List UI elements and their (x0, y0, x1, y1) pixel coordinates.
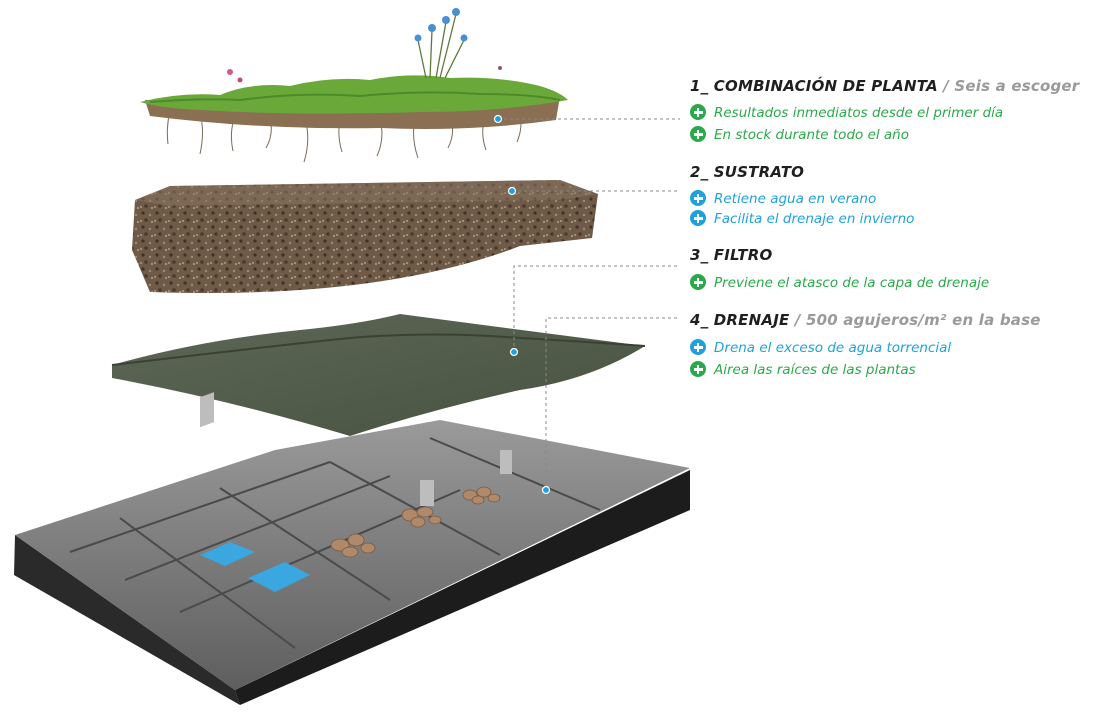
leader-lines (498, 118, 680, 490)
plus-circle-icon (690, 361, 706, 377)
flower-stems (417, 13, 465, 79)
layer-4-number: 4_ (690, 311, 709, 329)
substrate-layer (132, 180, 598, 294)
layer-1-bullet-2-text: En stock durante todo el año (714, 127, 909, 143)
leader-dots (493, 114, 551, 495)
drainage-layer (14, 392, 690, 705)
layer-2-bullet-2-text: Facilita el drenaje en invierno (714, 211, 915, 227)
layer-3-filter: 3_ FILTRO Previene el atasco de la capa … (690, 245, 989, 292)
plus-circle-icon (690, 190, 706, 206)
plus-circle-icon (690, 339, 706, 355)
layer-4-bullet-1-text: Drena el exceso de agua torrencial (714, 340, 952, 356)
layer-3-bullet-1: Previene el atasco de la capa de drenaje (690, 274, 989, 292)
layer-2-substrate: 2_ SUSTRATO Retiene agua en verano Facil… (690, 162, 914, 228)
plus-circle-icon (690, 210, 706, 226)
layer-4-title: 4_ DRENAJE / 500 agujeros/m² en la base (690, 310, 1041, 330)
layer-2-bullet-2: Facilita el drenaje en invierno (690, 210, 914, 228)
filter-layer (111, 314, 646, 436)
layer-2-name: SUSTRATO (713, 163, 805, 181)
layer-1-bullet-1-text: Resultados inmediatos desde el primer dí… (714, 105, 1004, 121)
layer-1-bullet-2: En stock durante todo el año (690, 126, 1079, 144)
layer-4-drainage: 4_ DRENAJE / 500 agujeros/m² en la base … (690, 310, 1041, 379)
layer-1-number: 1_ (690, 77, 709, 95)
plus-circle-icon (690, 274, 706, 290)
layer-4-subtitle: 500 agujeros/m² en la base (805, 311, 1041, 329)
layer-4-bullet-1: Drena el exceso de agua torrencial (690, 339, 1041, 357)
layer-1-name: COMBINACIÓN DE PLANTA (713, 77, 938, 95)
layer-4-bullet-2: Airea las raíces de las plantas (690, 361, 1041, 379)
layer-2-bullet-1: Retiene agua en verano (690, 190, 914, 208)
layer-3-name: FILTRO (713, 246, 773, 264)
layer-3-bullet-1-text: Previene el atasco de la capa de drenaje (714, 275, 990, 291)
layer-1-bullet-1: Resultados inmediatos desde el primer dí… (690, 104, 1079, 122)
layer-1-subtitle: Seis a escoger (954, 77, 1080, 95)
layer-4-bullet-2-text: Airea las raíces de las plantas (714, 362, 916, 378)
layer-2-title: 2_ SUSTRATO (690, 162, 914, 182)
layer-4-separator: / (789, 311, 801, 329)
layer-4-name: DRENAJE (713, 311, 790, 329)
layer-2-bullet-1-text: Retiene agua en verano (714, 191, 877, 207)
plus-circle-icon (690, 104, 706, 120)
plant-layer (140, 8, 568, 163)
layer-1-separator: / (937, 77, 949, 95)
layers-legend: 1_ COMBINACIÓN DE PLANTA / Seis a escoge… (690, 0, 1090, 717)
plus-circle-icon (690, 126, 706, 142)
layer-2-number: 2_ (690, 163, 709, 181)
layer-3-title: 3_ FILTRO (690, 245, 989, 265)
layer-3-number: 3_ (690, 246, 709, 264)
layer-1-plant-combination: 1_ COMBINACIÓN DE PLANTA / Seis a escoge… (690, 76, 1079, 144)
layer-1-title: 1_ COMBINACIÓN DE PLANTA / Seis a escoge… (690, 76, 1079, 96)
